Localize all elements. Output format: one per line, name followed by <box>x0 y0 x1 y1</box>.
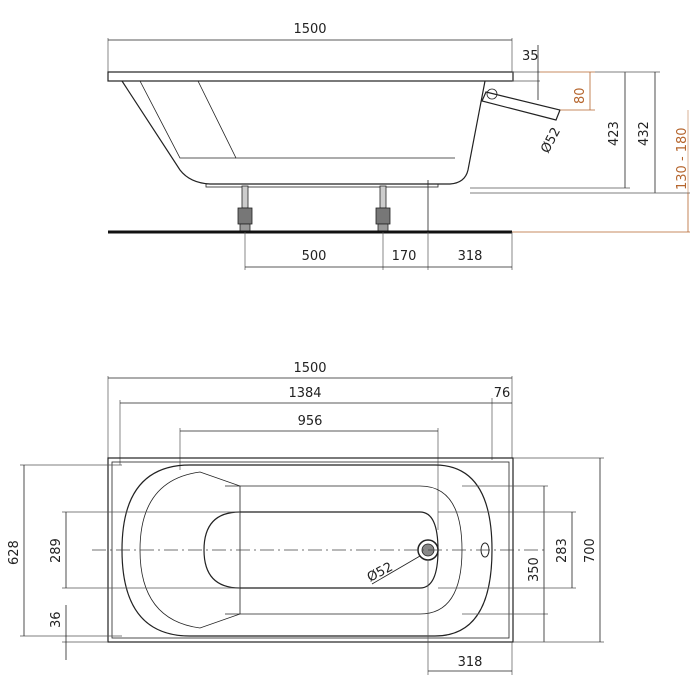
overflow-height: 80 <box>573 87 588 104</box>
top-overall-length: 1500 <box>293 361 326 376</box>
overflow-outlet <box>486 88 498 100</box>
side-drain-diameter: Ø52 <box>538 125 564 156</box>
side-overall-length: 1500 <box>293 22 326 37</box>
side-view: 1500 35 <box>107 22 690 270</box>
tub-body-outer <box>121 80 486 185</box>
tub-base-frame <box>205 183 439 188</box>
side-drain-offset: 318 <box>458 249 483 264</box>
depth-total: 432 <box>637 121 652 146</box>
top-drain-offset: 318 <box>458 655 483 670</box>
leg-spacing: 500 <box>302 249 327 264</box>
top-inner-length: 1384 <box>288 386 321 401</box>
tub-body-facet-2 <box>139 80 236 159</box>
depth-inner: 423 <box>607 121 622 146</box>
tub-leg-right <box>375 185 391 233</box>
top-view: 1500 1384 76 956 Ø52 <box>7 361 604 675</box>
top-rim-side: 36 <box>49 611 64 628</box>
top-bottom-width-c: 283 <box>555 538 570 563</box>
tub-body-facet <box>197 80 455 159</box>
top-overall-width: 700 <box>583 538 598 563</box>
backrest-shape <box>139 471 241 629</box>
basin-outline <box>121 464 493 637</box>
top-drain-diameter: Ø52 <box>365 560 396 586</box>
top-rim-end: 76 <box>494 386 511 401</box>
tub-leg-left <box>237 185 253 233</box>
leg-to-drain: 170 <box>392 249 417 264</box>
top-inner-width: 628 <box>7 540 22 565</box>
rim-thickness: 35 <box>522 49 539 64</box>
leg-height-range: 130 - 180 <box>675 127 690 190</box>
overflow-pipe <box>481 91 561 121</box>
tub-rim <box>107 71 514 82</box>
top-bottom-length: 956 <box>298 414 323 429</box>
top-bottom-width-a: 289 <box>49 538 64 563</box>
top-bottom-width-b: 350 <box>527 557 542 582</box>
